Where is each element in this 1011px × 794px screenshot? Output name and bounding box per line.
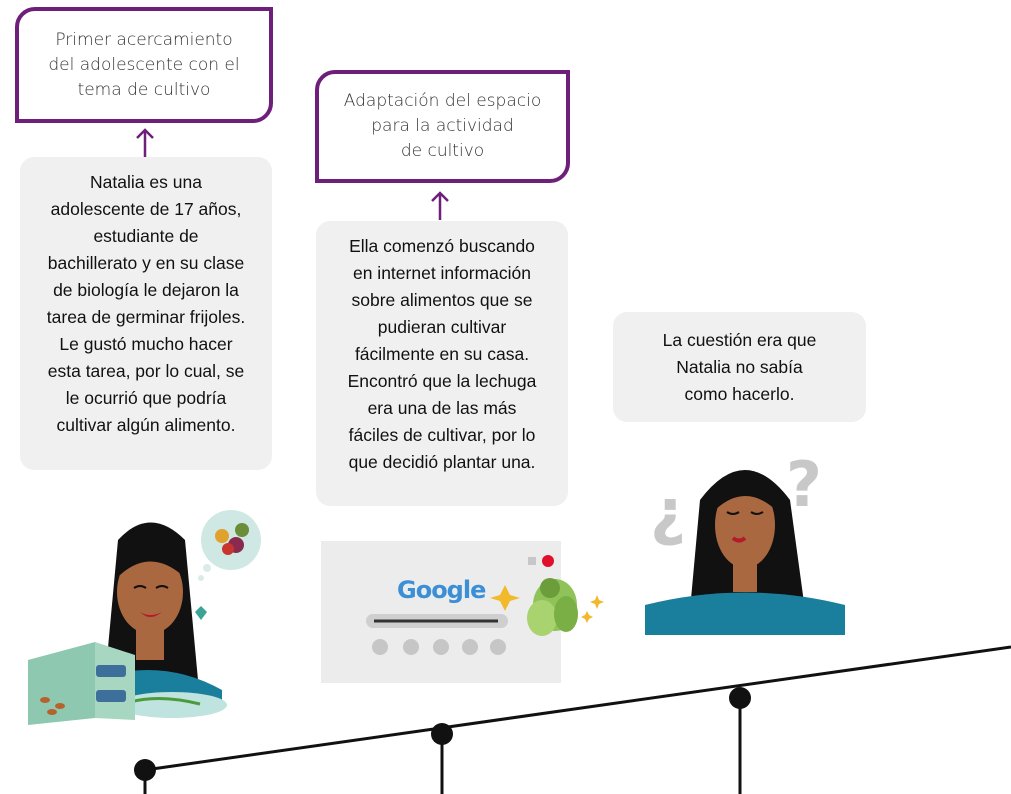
arrow-up-icon: [136, 128, 154, 157]
step-2-text-line: que decidió plantar una.: [348, 452, 536, 472]
step-2-text-line: pudieran cultivar: [377, 317, 507, 337]
step-1-text-line: estudiante de: [93, 226, 199, 246]
step-3-text-line: La cuestión era que: [662, 329, 817, 350]
step-1-title-line: del adolescente con el: [48, 54, 240, 75]
step-1-text-line: bachillerato y en su clase: [47, 253, 245, 273]
step-3-text-line: Natalia no sabía: [676, 356, 803, 377]
step-2-text-line: en internet información: [352, 263, 532, 283]
step-2-title: Adaptación del espacio para la actividad…: [315, 70, 570, 183]
step-1-text-line: esta tarea, por lo cual, se: [47, 361, 245, 381]
step-1-title-line: tema de cultivo: [77, 79, 211, 100]
step-3-text-line: como hacerlo.: [684, 383, 795, 404]
search-brand-logo: Google: [397, 576, 486, 604]
step-1-text-line: Le gustó mucho hacer: [59, 334, 233, 354]
step-1-title-line: Primer acercamiento: [55, 29, 233, 50]
step-2-title-line: para la actividad: [371, 116, 514, 136]
step-1-title: Primer acercamiento del adolescente con …: [15, 7, 273, 123]
step-1-text-line: le ocurrió que podría: [65, 388, 227, 408]
timeline-dot-3: [729, 687, 751, 709]
step-2-text-line: fácilmente en su casa.: [354, 344, 530, 364]
question-mark-open-icon: ¿: [650, 475, 686, 548]
step-2-text-line: Encontró que la lechuga: [347, 371, 537, 391]
step-1-text-line: cultivar algún alimento.: [56, 415, 236, 435]
arrow-up-icon: [431, 191, 449, 220]
step-3-description: La cuestión era que Natalia no sabía com…: [613, 312, 866, 422]
step-2-text-line: fáciles de cultivar, por lo: [348, 425, 536, 445]
girl-thinking-question-icon: [645, 470, 845, 635]
step-1-text-line: adolescente de 17 años,: [50, 199, 242, 219]
step-1-text-line: tarea de germinar frijoles.: [46, 307, 246, 327]
girl-reading-seed-book-icon: [28, 510, 261, 725]
step-2-description: Ella comenzó buscando en internet inform…: [316, 221, 568, 506]
step-2-title-line: Adaptación del espacio: [343, 91, 542, 111]
timeline-dot-1: [134, 759, 156, 781]
step-2-text-line: sobre alimentos que se: [351, 290, 533, 310]
step-1-text-line: de biología le dejaron la: [53, 280, 239, 300]
step-2-text-line: era una de las más: [367, 398, 517, 418]
timeline-line: [144, 645, 1011, 772]
step-2-title-line: de cultivo: [400, 141, 485, 161]
step-2-text-line: Ella comenzó buscando: [349, 236, 535, 256]
question-mark-close-icon: ?: [786, 448, 822, 521]
web-search-lettuce-icon: [321, 541, 604, 683]
step-1-text-line: Natalia es una: [90, 172, 202, 192]
timeline-dot-2: [431, 723, 453, 745]
step-1-description: Natalia es una adolescente de 17 años, e…: [20, 157, 272, 470]
